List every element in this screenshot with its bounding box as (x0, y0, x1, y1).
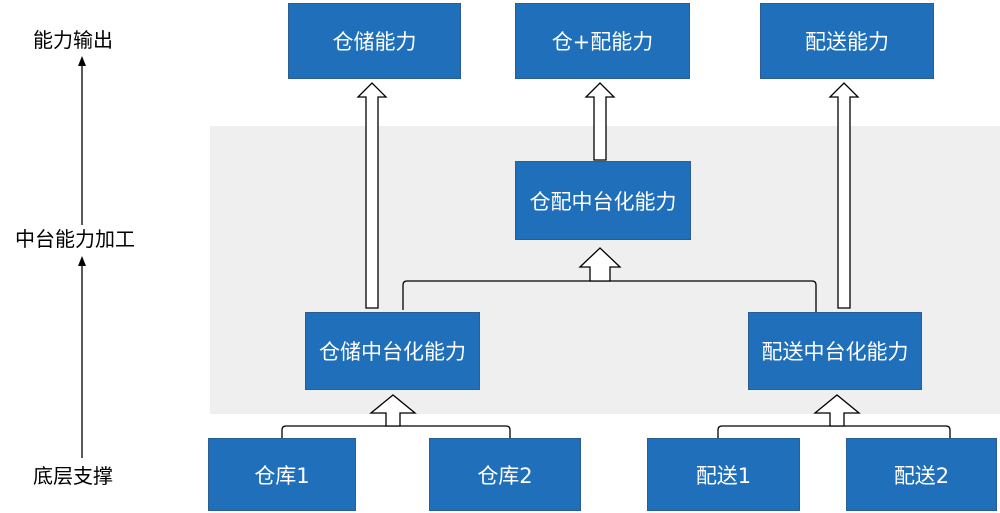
arrow-storage-up (356, 82, 388, 309)
storage-capability-box: 仓储能力 (288, 3, 461, 79)
layer-label-processing: 中台能力加工 (15, 227, 135, 251)
delivery2-box: 配送2 (846, 438, 997, 511)
axis-arrowhead-lower (78, 256, 86, 266)
layer-label-output: 能力输出 (33, 28, 113, 52)
block-arrows (356, 82, 861, 427)
warehouse-delivery-middle-box: 仓配中台化能力 (515, 161, 691, 240)
axis-arrowhead-upper (78, 56, 86, 66)
arrow-to-storage-middle (369, 394, 417, 427)
warehouse1-box: 仓库1 (208, 438, 356, 511)
arrow-to-delivery-middle (813, 394, 861, 427)
warehouse-delivery-capability-box: 仓+配能力 (515, 3, 690, 79)
delivery1-box: 配送1 (647, 438, 800, 511)
storage-middle-box: 仓储中台化能力 (305, 312, 480, 390)
bracket-middle (402, 280, 817, 312)
arrow-delivery-up (828, 82, 860, 309)
layer-label-support: 底层支撑 (33, 464, 113, 488)
delivery-middle-box: 配送中台化能力 (748, 312, 922, 390)
warehouse2-box: 仓库2 (429, 438, 581, 511)
delivery-capability-box: 配送能力 (760, 3, 934, 79)
arrow-to-warehouse-delivery-middle (578, 247, 622, 282)
arrow-warehouse-delivery-up (584, 82, 616, 161)
